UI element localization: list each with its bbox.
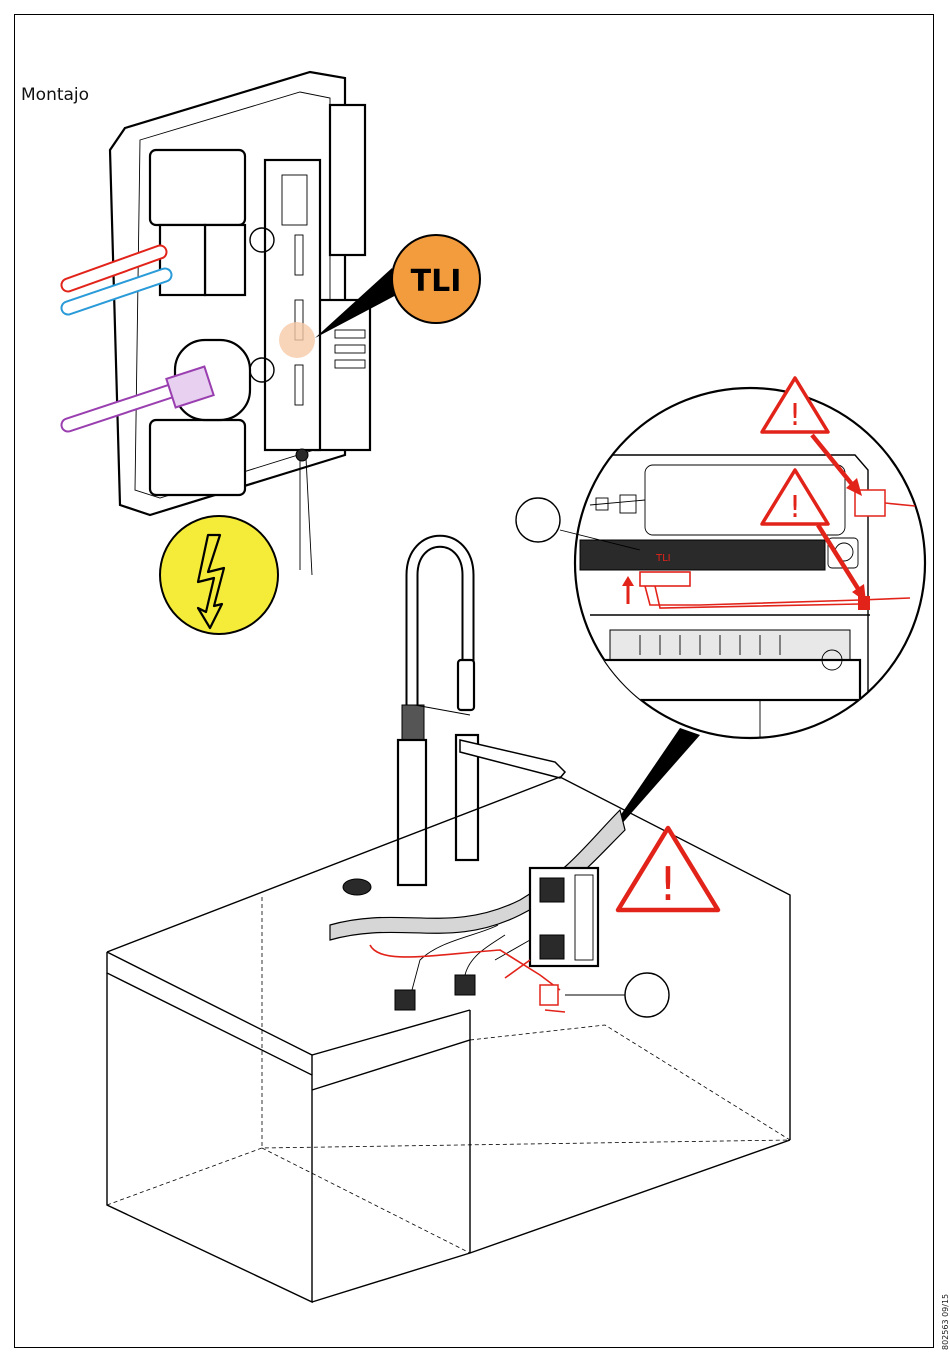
svg-text:!: ! <box>789 490 801 525</box>
warning-triangle-icon: ! <box>618 828 718 911</box>
electric-hazard-icon <box>160 516 278 634</box>
tli-badge-label: TLI <box>411 264 462 299</box>
kitchen-faucet <box>343 541 565 895</box>
detail-magnifier: TLI <box>516 378 925 740</box>
svg-text:!: ! <box>789 398 801 433</box>
callout-circle-icon <box>625 973 669 1017</box>
svg-text:!: ! <box>659 857 677 911</box>
detail-tli-label: TLI <box>655 553 671 564</box>
under-sink-installation <box>370 868 669 1017</box>
